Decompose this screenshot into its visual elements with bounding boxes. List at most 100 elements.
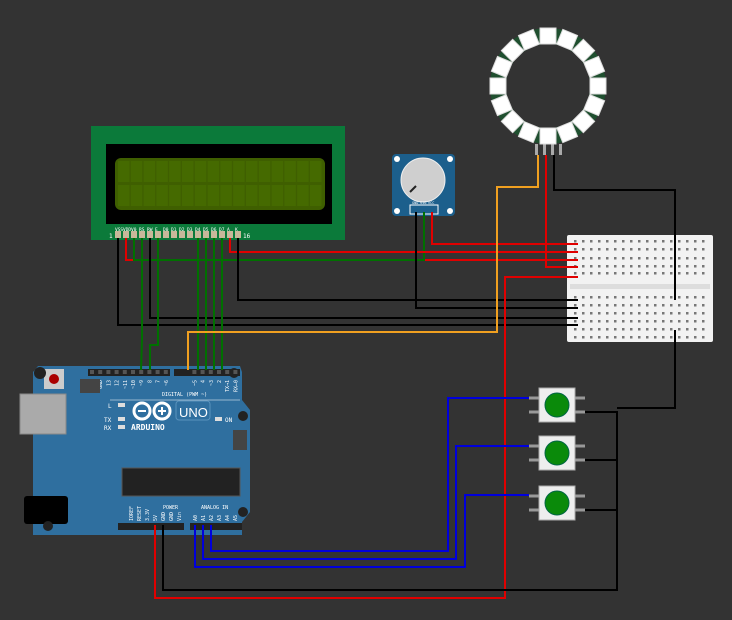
lcd-pin[interactable]: [187, 231, 193, 238]
potentiometer[interactable]: GND SIG VCC: [392, 154, 455, 216]
breadboard-hole: [654, 328, 657, 331]
wire-green[interactable]: [140, 238, 143, 371]
digital-pin[interactable]: [200, 370, 205, 374]
wire-red[interactable]: [125, 238, 578, 261]
wire-red[interactable]: [431, 212, 578, 245]
breadboard-hole: [670, 336, 673, 339]
breadboard-hole: [678, 265, 681, 268]
lcd-pin[interactable]: [131, 231, 137, 238]
digital-pin[interactable]: [192, 370, 197, 374]
breadboard-hole: [630, 304, 633, 307]
digital-pin[interactable]: [131, 370, 135, 374]
button-leg: [575, 396, 585, 400]
breadboard-hole: [702, 272, 705, 275]
lcd-pin[interactable]: [227, 231, 233, 238]
lcd-char-cell: [258, 185, 271, 206]
wire-black[interactable]: [617, 330, 676, 409]
lcd-char-cell: [156, 161, 168, 182]
lcd-pin[interactable]: [123, 231, 129, 238]
digital-pin[interactable]: [139, 370, 144, 374]
lcd-char-cell: [258, 161, 271, 182]
wire-black[interactable]: [149, 238, 578, 319]
digital-pin[interactable]: [114, 370, 119, 374]
digital-pin[interactable]: [225, 370, 230, 374]
wire-black[interactable]: [415, 212, 578, 309]
digital-pin[interactable]: [233, 370, 238, 374]
digital-pin[interactable]: [147, 370, 152, 374]
button-3[interactable]: [529, 485, 585, 521]
breadboard-hole: [686, 320, 689, 323]
wire-green[interactable]: [149, 238, 159, 370]
reset-button[interactable]: [49, 374, 59, 384]
pot-pin-sig: SIG: [420, 201, 426, 205]
digital-pin[interactable]: [217, 370, 221, 374]
wire-blue[interactable]: [202, 445, 529, 560]
lcd-pin[interactable]: [195, 231, 201, 238]
breadboard-hole: [638, 312, 641, 315]
breadboard-channel: [570, 284, 710, 289]
wire-green[interactable]: [133, 212, 425, 261]
wire-red[interactable]: [545, 155, 578, 268]
lcd-pin[interactable]: [219, 231, 225, 238]
breadboard-hole: [678, 296, 681, 299]
digital-pin[interactable]: [155, 370, 160, 374]
breadboard-hole: [662, 272, 665, 275]
wire-black[interactable]: [237, 238, 578, 301]
lcd-pin[interactable]: [203, 231, 209, 238]
button-1[interactable]: [529, 387, 585, 423]
breadboard-hole: [670, 304, 673, 307]
digital-pin[interactable]: [106, 370, 111, 374]
lcd-pin[interactable]: [211, 231, 217, 238]
breadboard-hole: [670, 328, 673, 331]
wire-black[interactable]: [117, 238, 578, 326]
breadboard-hole: [662, 328, 665, 331]
lcd-char-cell: [310, 161, 322, 182]
digital-pin[interactable]: [98, 370, 103, 374]
lcd-pin[interactable]: [179, 231, 185, 238]
lcd-pin-label: D0: [163, 227, 169, 233]
lcd-pin-label: VDD: [123, 227, 131, 233]
digital-pin[interactable]: [208, 370, 213, 374]
wire-red[interactable]: [154, 276, 578, 599]
wire-blue[interactable]: [194, 494, 529, 568]
digital-pin[interactable]: [122, 370, 127, 374]
wire-red[interactable]: [229, 238, 578, 253]
breadboard-hole: [598, 312, 601, 315]
breadboard-hole: [582, 272, 585, 275]
button-cap[interactable]: [544, 392, 570, 418]
lcd-pin[interactable]: [139, 231, 145, 238]
breadboard-hole: [702, 328, 705, 331]
breadboard-hole: [662, 257, 665, 260]
wire-black[interactable]: [162, 411, 618, 591]
button-cap[interactable]: [544, 440, 570, 466]
breadboard-hole: [670, 320, 673, 323]
pot-knob[interactable]: [400, 157, 446, 203]
lcd-pin[interactable]: [147, 231, 153, 238]
lcd-pin[interactable]: [163, 231, 169, 238]
wire-orange[interactable]: [187, 155, 539, 370]
button-2[interactable]: [529, 435, 585, 471]
lcd-char-cell: [297, 161, 309, 182]
neopixel-ring[interactable]: [489, 27, 607, 155]
wire-blue[interactable]: [210, 397, 529, 552]
breadboard[interactable]: [567, 235, 713, 342]
ring-pin: [535, 144, 538, 155]
breadboard-hole: [638, 240, 641, 243]
breadboard-hole: [630, 328, 633, 331]
lcd-pin[interactable]: [115, 231, 121, 238]
breadboard-hole: [686, 257, 689, 260]
button-cap[interactable]: [544, 490, 570, 516]
breadboard-hole: [606, 248, 609, 251]
lcd-pin[interactable]: [235, 231, 241, 238]
breadboard-hole: [582, 257, 585, 260]
breadboard-hole: [670, 265, 673, 268]
lcd-pin[interactable]: [155, 231, 161, 238]
digital-pin[interactable]: [90, 370, 94, 374]
digital-pin[interactable]: [163, 370, 168, 374]
wire-black[interactable]: [553, 155, 676, 300]
breadboard-hole: [590, 304, 593, 307]
lcd-pin[interactable]: [171, 231, 177, 238]
breadboard-hole: [598, 336, 601, 339]
